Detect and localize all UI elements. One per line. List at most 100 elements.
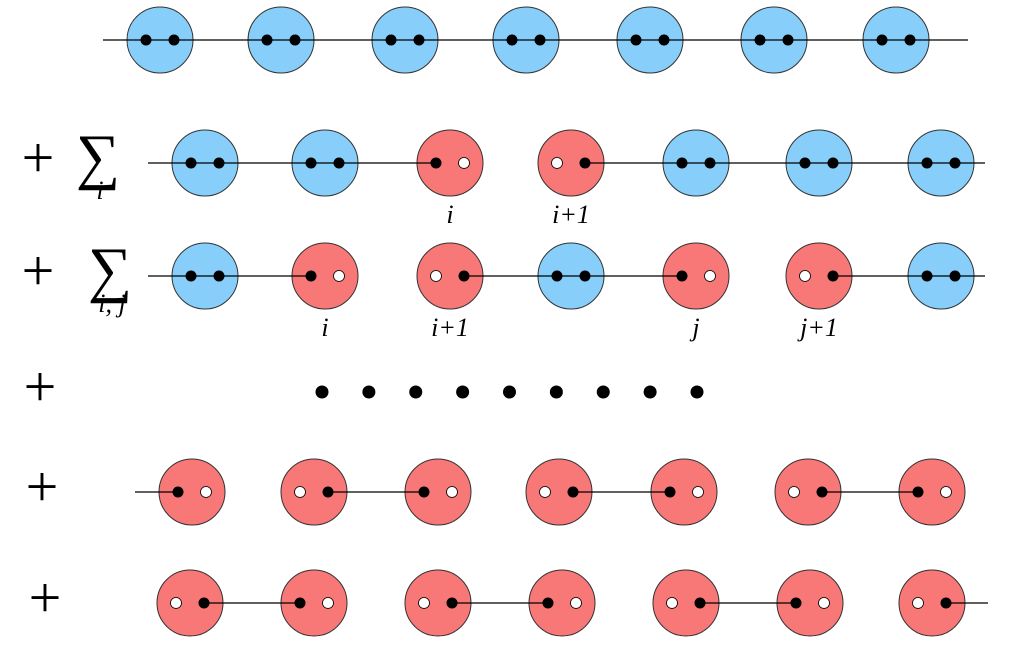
row-1 (103, 6, 968, 74)
plus-sign: + (22, 125, 55, 190)
row-4: + (24, 354, 704, 419)
empty-dot (818, 597, 830, 609)
filled-dot (676, 270, 688, 282)
filled-dot (458, 270, 470, 282)
filled-dot (551, 270, 563, 282)
sum-symbol: ∑ (88, 236, 132, 304)
filled-dot (664, 486, 676, 498)
ellipsis-dot (456, 385, 470, 399)
sum-symbol: ∑ (76, 123, 120, 191)
empty-dot (430, 270, 442, 282)
filled-dot (413, 34, 425, 46)
filled-dot (579, 270, 591, 282)
empty-dot (692, 486, 704, 498)
filled-dot (799, 157, 811, 169)
filled-dot (213, 157, 225, 169)
filled-dot (305, 157, 317, 169)
ellipsis-dot (549, 385, 563, 399)
filled-dot (168, 34, 180, 46)
ellipsis-dot (643, 385, 657, 399)
empty-dot (539, 486, 551, 498)
empty-dot (322, 597, 334, 609)
filled-dot (949, 157, 961, 169)
filled-dot (534, 34, 546, 46)
empty-dot (446, 486, 458, 498)
filled-dot (140, 34, 152, 46)
atom-label: j+1 (797, 313, 838, 342)
ellipsis-dot (596, 385, 610, 399)
filled-dot (430, 157, 442, 169)
atom-label: i (446, 200, 453, 229)
filled-dot (921, 270, 933, 282)
sum-index: i (96, 176, 103, 205)
empty-dot (570, 597, 582, 609)
filled-dot (322, 486, 334, 498)
empty-dot (200, 486, 212, 498)
atom-label: j (689, 313, 699, 342)
empty-dot (799, 270, 811, 282)
filled-dot (876, 34, 888, 46)
empty-dot (458, 157, 470, 169)
ellipsis-dot (409, 385, 423, 399)
filled-dot (630, 34, 642, 46)
ellipsis-dot (503, 385, 516, 399)
filled-dot (172, 486, 184, 498)
filled-dot (333, 157, 345, 169)
ellipsis-dot (690, 385, 704, 399)
filled-dot (676, 157, 688, 169)
empty-dot (666, 597, 678, 609)
empty-dot (704, 270, 716, 282)
atom-label: i+1 (431, 313, 469, 342)
empty-dot (788, 486, 800, 498)
filled-dot (185, 270, 197, 282)
filled-dot (782, 34, 794, 46)
plus-sign: + (29, 565, 62, 630)
filled-dot (704, 157, 716, 169)
plus-sign: + (24, 354, 57, 419)
atom-label: i+1 (552, 200, 590, 229)
empty-dot (912, 597, 924, 609)
filled-dot (827, 157, 839, 169)
filled-dot (506, 34, 518, 46)
filled-dot (921, 157, 933, 169)
filled-dot (754, 34, 766, 46)
filled-dot (904, 34, 916, 46)
filled-dot (198, 597, 210, 609)
filled-dot (542, 597, 554, 609)
filled-dot (446, 597, 458, 609)
filled-dot (185, 157, 197, 169)
filled-dot (949, 270, 961, 282)
filled-dot (289, 34, 301, 46)
empty-dot (294, 486, 306, 498)
filled-dot (694, 597, 706, 609)
filled-dot (827, 270, 839, 282)
row-5: + (26, 454, 966, 526)
ellipsis-dot (315, 385, 329, 399)
filled-dot (790, 597, 802, 609)
filled-dot (418, 486, 430, 498)
empty-dot (170, 597, 182, 609)
filled-dot (213, 270, 225, 282)
row-6: + (29, 565, 988, 637)
sum-index: i, j (98, 289, 125, 318)
filled-dot (912, 486, 924, 498)
filled-dot (567, 486, 579, 498)
empty-dot (551, 157, 563, 169)
filled-dot (816, 486, 828, 498)
empty-dot (418, 597, 430, 609)
filled-dot (579, 157, 591, 169)
filled-dot (658, 34, 670, 46)
filled-dot (305, 270, 317, 282)
empty-dot (940, 486, 952, 498)
plus-sign: + (26, 454, 59, 519)
filled-dot (940, 597, 952, 609)
empty-dot (333, 270, 345, 282)
ellipsis-dot (362, 385, 376, 399)
atom-label: i (321, 313, 328, 342)
filled-dot (294, 597, 306, 609)
filled-dot (261, 34, 273, 46)
filled-dot (385, 34, 397, 46)
